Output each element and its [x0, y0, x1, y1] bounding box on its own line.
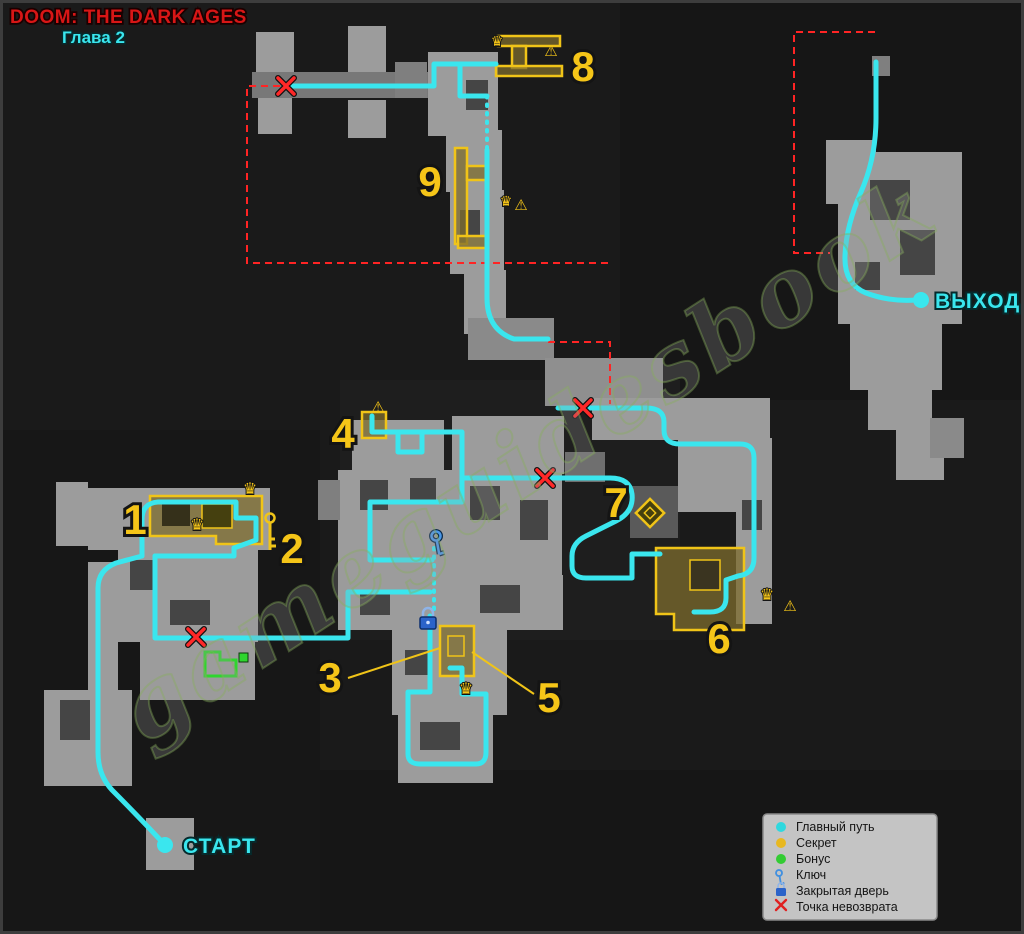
secret-dot: [776, 838, 786, 848]
lock-icon: [776, 882, 786, 896]
bonus-area: [203, 650, 249, 678]
legend-item-label: Точка невозврата: [796, 900, 898, 914]
bonus-dot: [776, 854, 786, 864]
secret-9-area: [453, 146, 469, 246]
start-dot: [157, 837, 173, 853]
marker-6: 6: [707, 615, 730, 662]
marker-7: 7: [604, 479, 627, 526]
item-crown-icon: ♛: [760, 585, 774, 604]
no-return-x-marks: [185, 75, 594, 648]
no-return-x: [774, 898, 788, 912]
marker-1: 1: [123, 496, 146, 543]
exit-label: ВЫХОД: [935, 290, 1020, 313]
warning-icon: ⚠: [514, 196, 527, 214]
start-label: СТАРТ: [183, 835, 256, 858]
legend-item: Закрытая дверь: [776, 882, 889, 898]
item-crown-icon: ♛: [500, 194, 513, 210]
legend-item-label: Ключ: [796, 868, 826, 882]
secret-8-area: [496, 34, 562, 48]
marker-2: 2: [280, 525, 303, 572]
warning-icon: ⚠: [783, 597, 796, 615]
collectible-icons: ♛ ♛ ♛ ♛ ♛ ♛ ⚠ ⚠ ⚠ ⚠: [189, 33, 797, 699]
legend-item: Секрет: [776, 836, 837, 850]
marker-callout-lines: [347, 647, 535, 695]
no-return-x: [185, 626, 207, 648]
no-return-x: [572, 397, 594, 419]
key-icon: [429, 529, 445, 557]
marker-3: 3: [318, 654, 341, 701]
marker-5: 5: [537, 674, 560, 721]
secret-7-diamond-icon: [634, 497, 666, 529]
legend: Главный путь Секрет Бонус Ключ Закрытая …: [762, 813, 938, 921]
legend-item: Ключ: [775, 868, 826, 885]
no-return-x: [275, 75, 297, 97]
legend-item-label: Бонус: [796, 852, 830, 866]
legend-box: [762, 813, 938, 921]
secret-2-key-icon: [264, 512, 276, 550]
chapter-label: Глава 2: [62, 28, 125, 47]
no-return-x: [534, 467, 556, 489]
item-crown-icon: ♛: [190, 515, 204, 534]
page-title: DOOM: THE DARK AGES: [10, 7, 247, 28]
item-crown-icon: ♛: [243, 479, 257, 498]
legend-item-label: Закрытая дверь: [796, 884, 889, 898]
marker-4: 4: [331, 410, 355, 457]
main-path: [95, 59, 919, 848]
path-dotted-connector: [432, 94, 489, 614]
secret-5-area: [438, 624, 476, 678]
warning-icon: ⚠: [371, 398, 384, 416]
main-path-dot: [776, 822, 786, 832]
marker-8: 8: [571, 43, 594, 90]
no-return-boundary: [246, 31, 875, 404]
legend-item: Бонус: [776, 852, 830, 866]
item-crown-icon: ♛: [459, 679, 473, 698]
secret-markers: 1 2 3 4 5 6 7 8 9: [120, 40, 733, 724]
legend-item-label: Главный путь: [796, 820, 875, 834]
lock-icon: [419, 606, 437, 630]
marker-9: 9: [418, 158, 441, 205]
item-crown-icon: ♛: [491, 34, 504, 50]
legend-item: Точка невозврата: [774, 898, 898, 914]
exit-dot: [913, 292, 929, 308]
legend-item-label: Секрет: [796, 836, 837, 850]
warning-icon: ⚠: [544, 42, 557, 60]
legend-item: Главный путь: [776, 820, 875, 834]
bonus-item-icon: [238, 652, 249, 663]
